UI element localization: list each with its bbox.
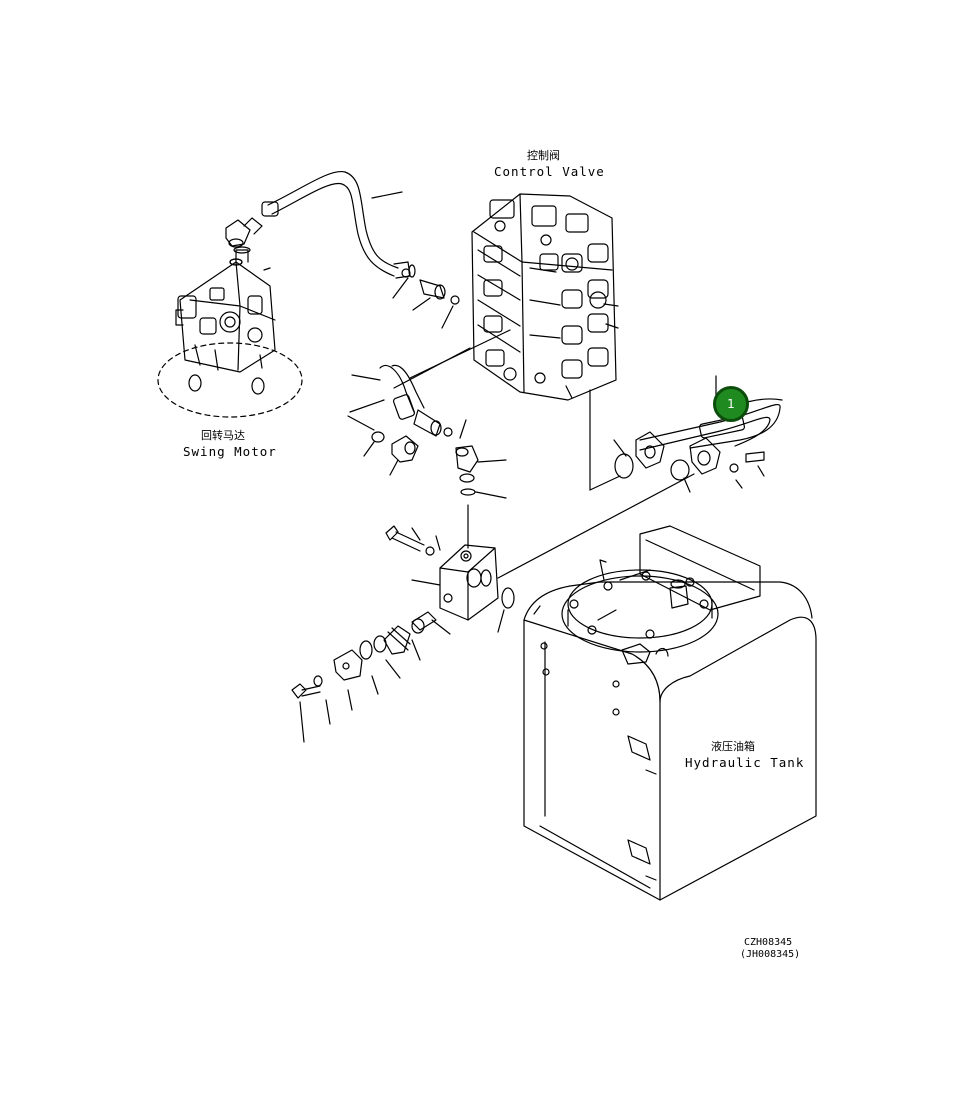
item-callout-1[interactable]: 1: [713, 386, 749, 422]
hydraulic-tank-drawing: [523, 525, 817, 901]
swing-motor-label-en: Swing Motor: [183, 444, 277, 459]
middle-fittings: [347, 374, 507, 499]
motor-elbow-fitting: [225, 217, 263, 266]
upper-fittings: [392, 268, 460, 329]
leader-lines: [589, 389, 621, 491]
drawing-code: CZH08345: [744, 937, 793, 948]
hydraulic-tank-label-cn: 液压油箱: [711, 740, 755, 753]
middle-hose: [379, 329, 511, 437]
swing-motor-label-cn: 回转马达: [201, 429, 245, 442]
drawing-code-secondary: (JH008345): [740, 949, 801, 960]
valve-block-drawing: [411, 473, 695, 621]
control-valve-label-en: Control Valve: [494, 164, 605, 179]
control-valve-drawing: [471, 193, 619, 401]
return-pipe: [613, 375, 783, 493]
control-valve-label-cn: 控制阀: [527, 149, 560, 162]
block-bolt-and-fittings: [291, 525, 515, 743]
swing-motor-drawing: [157, 246, 303, 418]
hydraulic-tank-label-en: Hydraulic Tank: [685, 755, 805, 770]
upper-hose: [261, 170, 416, 279]
